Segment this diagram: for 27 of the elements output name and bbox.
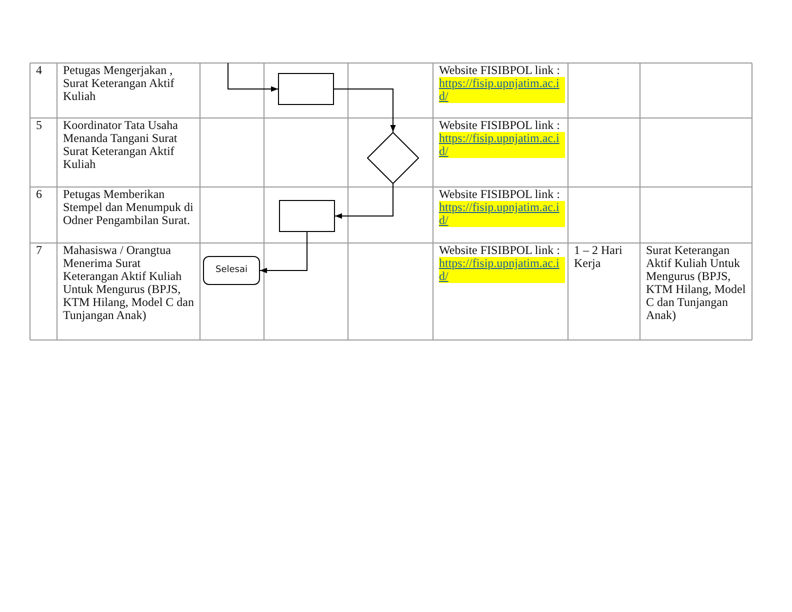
- link: https://fisip.upnjatim.ac.id/: [439, 77, 565, 103]
- process-box: [278, 73, 334, 105]
- table-text: Website FISIBPOL link :: [439, 244, 560, 257]
- arrow: [228, 62, 278, 92]
- table-text: Surat Keterangan Aktif Kuliah Untuk Mengurus (BPJS, KTM Hilang, Model C dan Tunjangan Anak): [646, 244, 747, 322]
- link: https://fisip.upnjatim.ac.id/: [439, 201, 565, 227]
- table-text: Mahasiswa / Orangtua Menerima Surat Keterangan Aktif Kuliah Untuk Mengurus (BPJS, KTM Hilang, Model C dan Tunjangan Anak): [63, 244, 195, 322]
- table-text: 1 – 2 Hari Kerja: [574, 244, 624, 270]
- process-box: [279, 200, 335, 232]
- step-number: 6: [36, 188, 42, 201]
- arrow: [260, 232, 308, 274]
- table-text: Koordinator Tata Usaha Menanda Tangani Surat Surat Keterangan Aktif Kuliah: [63, 119, 179, 171]
- node-label: Selesai: [216, 265, 248, 276]
- step-number: 5: [36, 119, 42, 132]
- decision-diamond: [367, 132, 419, 184]
- table-text: Petugas Mengerjakan , Surat Keterangan Aktif Kuliah: [63, 64, 176, 103]
- table-text: Website FISIBPOL link :: [439, 119, 560, 132]
- table-text: Petugas Memberikan Stempel dan Menumpuk di Odner Pengambilan Surat.: [63, 188, 194, 227]
- step-number: 7: [36, 244, 42, 257]
- table-text: Website FISIBPOL link :: [439, 188, 560, 201]
- link: https://fisip.upnjatim.ac.id/: [439, 257, 565, 283]
- arrow: [334, 184, 394, 219]
- link: https://fisip.upnjatim.ac.id/: [439, 132, 565, 158]
- arrow: [334, 88, 396, 132]
- table-text: Website FISIBPOL link :: [439, 64, 560, 77]
- terminator-box: [203, 256, 260, 285]
- step-number: 4: [36, 64, 42, 77]
